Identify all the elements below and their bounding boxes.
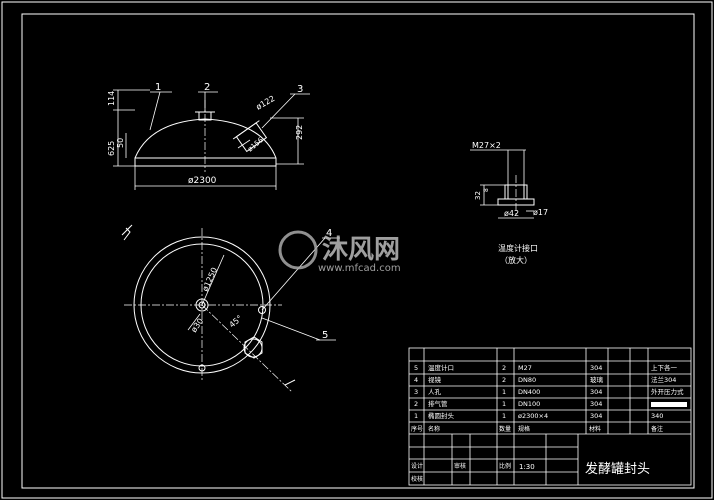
detail-caption-2: （放大） [500, 255, 532, 265]
parts-cell-material: 玻璃 [590, 375, 604, 384]
header-qty: 数量 [499, 425, 511, 433]
tb-label-a: 设计 [411, 462, 423, 470]
detail-dim-d2: ø17 [533, 208, 548, 217]
parts-cell-spec: M27 [518, 364, 532, 372]
dim-height-total: 625 [107, 141, 116, 156]
parts-cell-material: 304 [590, 388, 602, 396]
plan-dim-diameter: ø1250 [201, 266, 219, 293]
header-note: 备注 [651, 425, 663, 433]
parts-cell-note: 340 [651, 412, 663, 420]
parts-cell-spec: DN80 [518, 376, 536, 384]
parts-cell-name: 排气管 [428, 399, 448, 408]
header-no: 序号 [411, 425, 423, 433]
header-spec: 规格 [518, 425, 530, 433]
inner-border [21, 13, 695, 489]
parts-cell-note: 法兰304 [651, 375, 676, 384]
tb-scale: 1:30 [519, 463, 535, 471]
dim-height-right: 292 [295, 125, 304, 140]
watermark: 沐风网 www.mfcad.com [278, 230, 401, 274]
parts-cell-qty: 2 [502, 376, 506, 384]
plan-dim-angle: 45° [228, 314, 245, 330]
elevation-view: 114 625 50 292 ø2300 ø122 ø156 1 2 3 [107, 82, 310, 190]
detail-dim-h1: 32 [474, 191, 482, 200]
parts-cell-qty: 2 [502, 364, 506, 372]
leader-5: 5 [322, 330, 328, 341]
parts-cell-no: 2 [414, 400, 418, 408]
parts-cell-qty: 1 [502, 388, 506, 396]
header-name: 名称 [428, 425, 440, 433]
leader-3: 3 [297, 84, 303, 95]
watermark-url: www.mfcad.com [318, 263, 401, 274]
watermark-brand: 沐风网 [322, 235, 400, 265]
tb-label-d: 比例 [499, 462, 511, 470]
header-material: 材料 [589, 425, 601, 433]
title-block: 设计 校核 审核 比例 1:30 发酵罐封头 [411, 461, 650, 483]
parts-cell-material: 304 [590, 412, 602, 420]
note-fill-bar [651, 402, 687, 407]
parts-cell-no: 5 [414, 364, 418, 372]
parts-cell-no: 4 [414, 376, 418, 384]
parts-cell-note: 上下各一 [651, 363, 678, 372]
dim-height-top: 114 [107, 91, 116, 106]
detail-caption-1: 温度计接口 [498, 243, 538, 253]
parts-cell-spec: ø2300×4 [518, 412, 548, 420]
parts-table-header: 序号 名称 数量 规格 材料 备注 [411, 425, 663, 433]
parts-cell-note: 外开压力式 [651, 387, 684, 396]
parts-cell-name: 椭圆封头 [428, 411, 455, 420]
parts-cell-name: 温度计口 [428, 363, 454, 372]
parts-cell-spec: DN100 [518, 400, 540, 408]
dim-diameter: ø2300 [188, 176, 217, 186]
parts-cell-no: 1 [414, 412, 418, 420]
parts-cell-qty: 1 [502, 400, 506, 408]
detail-dim-d1: ø42 [504, 209, 519, 218]
parts-cell-material: 304 [590, 400, 602, 408]
detail-view: M27×2 32 8 ø42 ø17 温度计接口 （放大） [470, 141, 548, 265]
tb-label-b: 校核 [411, 475, 423, 483]
dim-nozzle: ø122 [255, 94, 277, 112]
dim-height-straight: 50 [116, 138, 125, 148]
detail-thread: M27×2 [472, 141, 501, 150]
parts-cell-material: 304 [590, 364, 602, 372]
leader-1: 1 [155, 82, 161, 93]
parts-cell-name: 视镜 [428, 375, 442, 384]
parts-table [408, 347, 692, 486]
plan-view: ø1250 45° ø30 4 5 [121, 224, 340, 393]
leader-4: 4 [326, 228, 332, 239]
parts-cell-no: 3 [414, 388, 418, 396]
parts-cell-spec: DN400 [518, 388, 540, 396]
drawing-title: 发酵罐封头 [585, 461, 650, 477]
parts-cell-name: 人孔 [428, 388, 442, 396]
parts-cell-qty: 1 [502, 412, 506, 420]
tb-label-c: 审核 [454, 462, 466, 470]
leader-2: 2 [204, 82, 210, 93]
detail-dim-h2: 8 [483, 188, 490, 192]
